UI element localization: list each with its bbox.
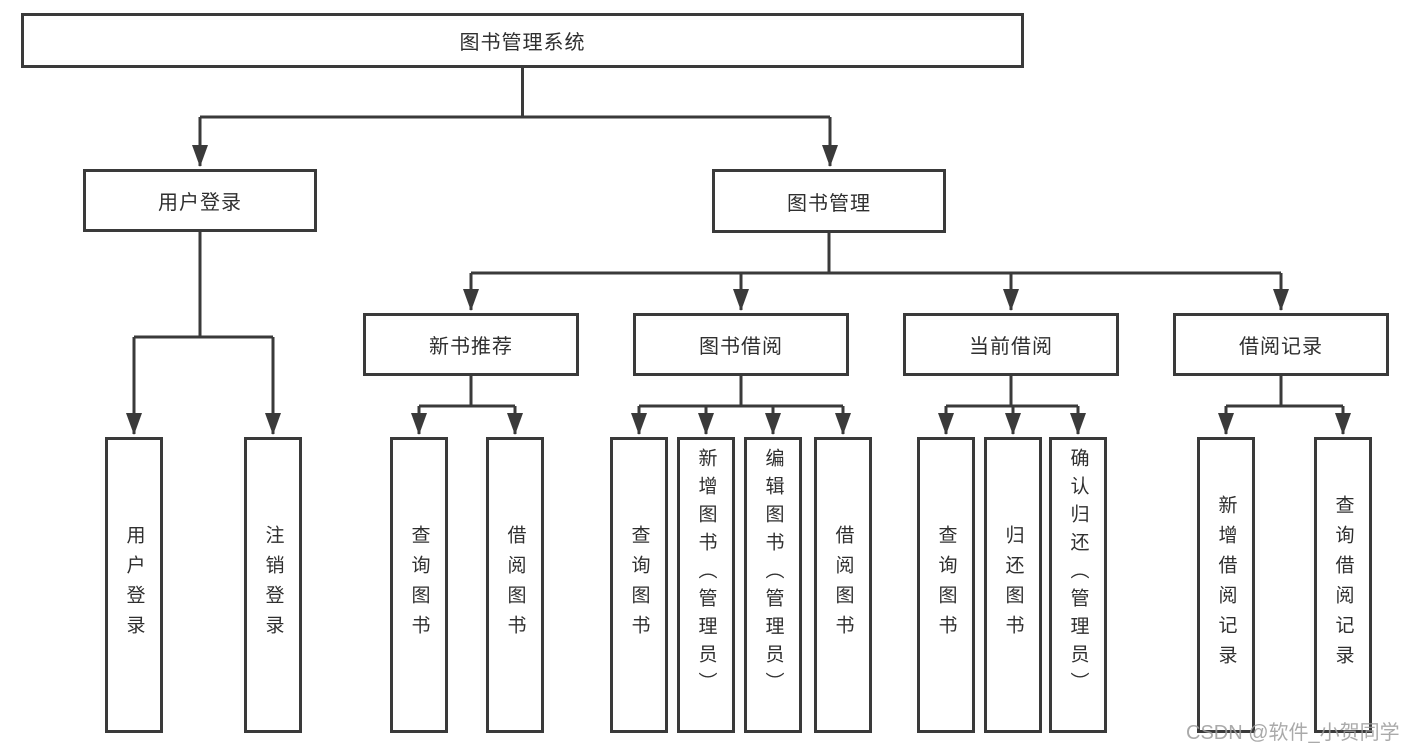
leaf-query-books-current: 查询图书 — [917, 437, 975, 733]
leaf-user-login-label: 用户登录 — [123, 525, 145, 645]
leaf-query-books-recommend-label: 查询图书 — [408, 525, 430, 645]
leaf-add-borrow-record-label: 新增借阅记录 — [1215, 495, 1237, 675]
leaf-user-login: 用户登录 — [105, 437, 163, 733]
leaf-logout: 注销登录 — [244, 437, 302, 733]
node-new-book-recommend: 新书推荐 — [363, 313, 579, 376]
node-book-borrowing: 图书借阅 — [633, 313, 849, 376]
node-root-system: 图书管理系统 — [21, 13, 1024, 68]
leaf-logout-label: 注销登录 — [262, 525, 284, 645]
leaf-confirm-return-admin-label: 确认归还（管理员） — [1067, 448, 1089, 700]
node-book-management: 图书管理 — [712, 169, 946, 233]
node-borrowing-records: 借阅记录 — [1173, 313, 1389, 376]
leaf-borrow-books-borrowing: 借阅图书 — [814, 437, 872, 733]
node-user-login: 用户登录 — [83, 169, 317, 232]
leaf-query-books-borrowing: 查询图书 — [610, 437, 668, 733]
leaf-query-books-recommend: 查询图书 — [390, 437, 448, 733]
leaf-return-book: 归还图书 — [984, 437, 1042, 733]
leaf-borrow-books-recommend-label: 借阅图书 — [504, 525, 526, 645]
watermark: CSDN @软件_小贺同学 — [1186, 722, 1400, 744]
leaf-borrow-books-recommend: 借阅图书 — [486, 437, 544, 733]
node-current-borrowing: 当前借阅 — [903, 313, 1119, 376]
leaf-edit-book-admin-label: 编辑图书（管理员） — [762, 448, 784, 700]
leaf-add-borrow-record: 新增借阅记录 — [1197, 437, 1255, 733]
leaf-query-books-borrowing-label: 查询图书 — [628, 525, 650, 645]
leaf-add-book-admin: 新增图书（管理员） — [677, 437, 735, 733]
leaf-confirm-return-admin: 确认归还（管理员） — [1049, 437, 1107, 733]
leaf-query-borrow-record-label: 查询借阅记录 — [1332, 495, 1354, 675]
leaf-add-book-admin-label: 新增图书（管理员） — [695, 448, 717, 700]
leaf-return-book-label: 归还图书 — [1002, 525, 1024, 645]
leaf-query-books-current-label: 查询图书 — [935, 525, 957, 645]
leaf-query-borrow-record: 查询借阅记录 — [1314, 437, 1372, 733]
leaf-borrow-books-borrowing-label: 借阅图书 — [832, 525, 854, 645]
leaf-edit-book-admin: 编辑图书（管理员） — [744, 437, 802, 733]
